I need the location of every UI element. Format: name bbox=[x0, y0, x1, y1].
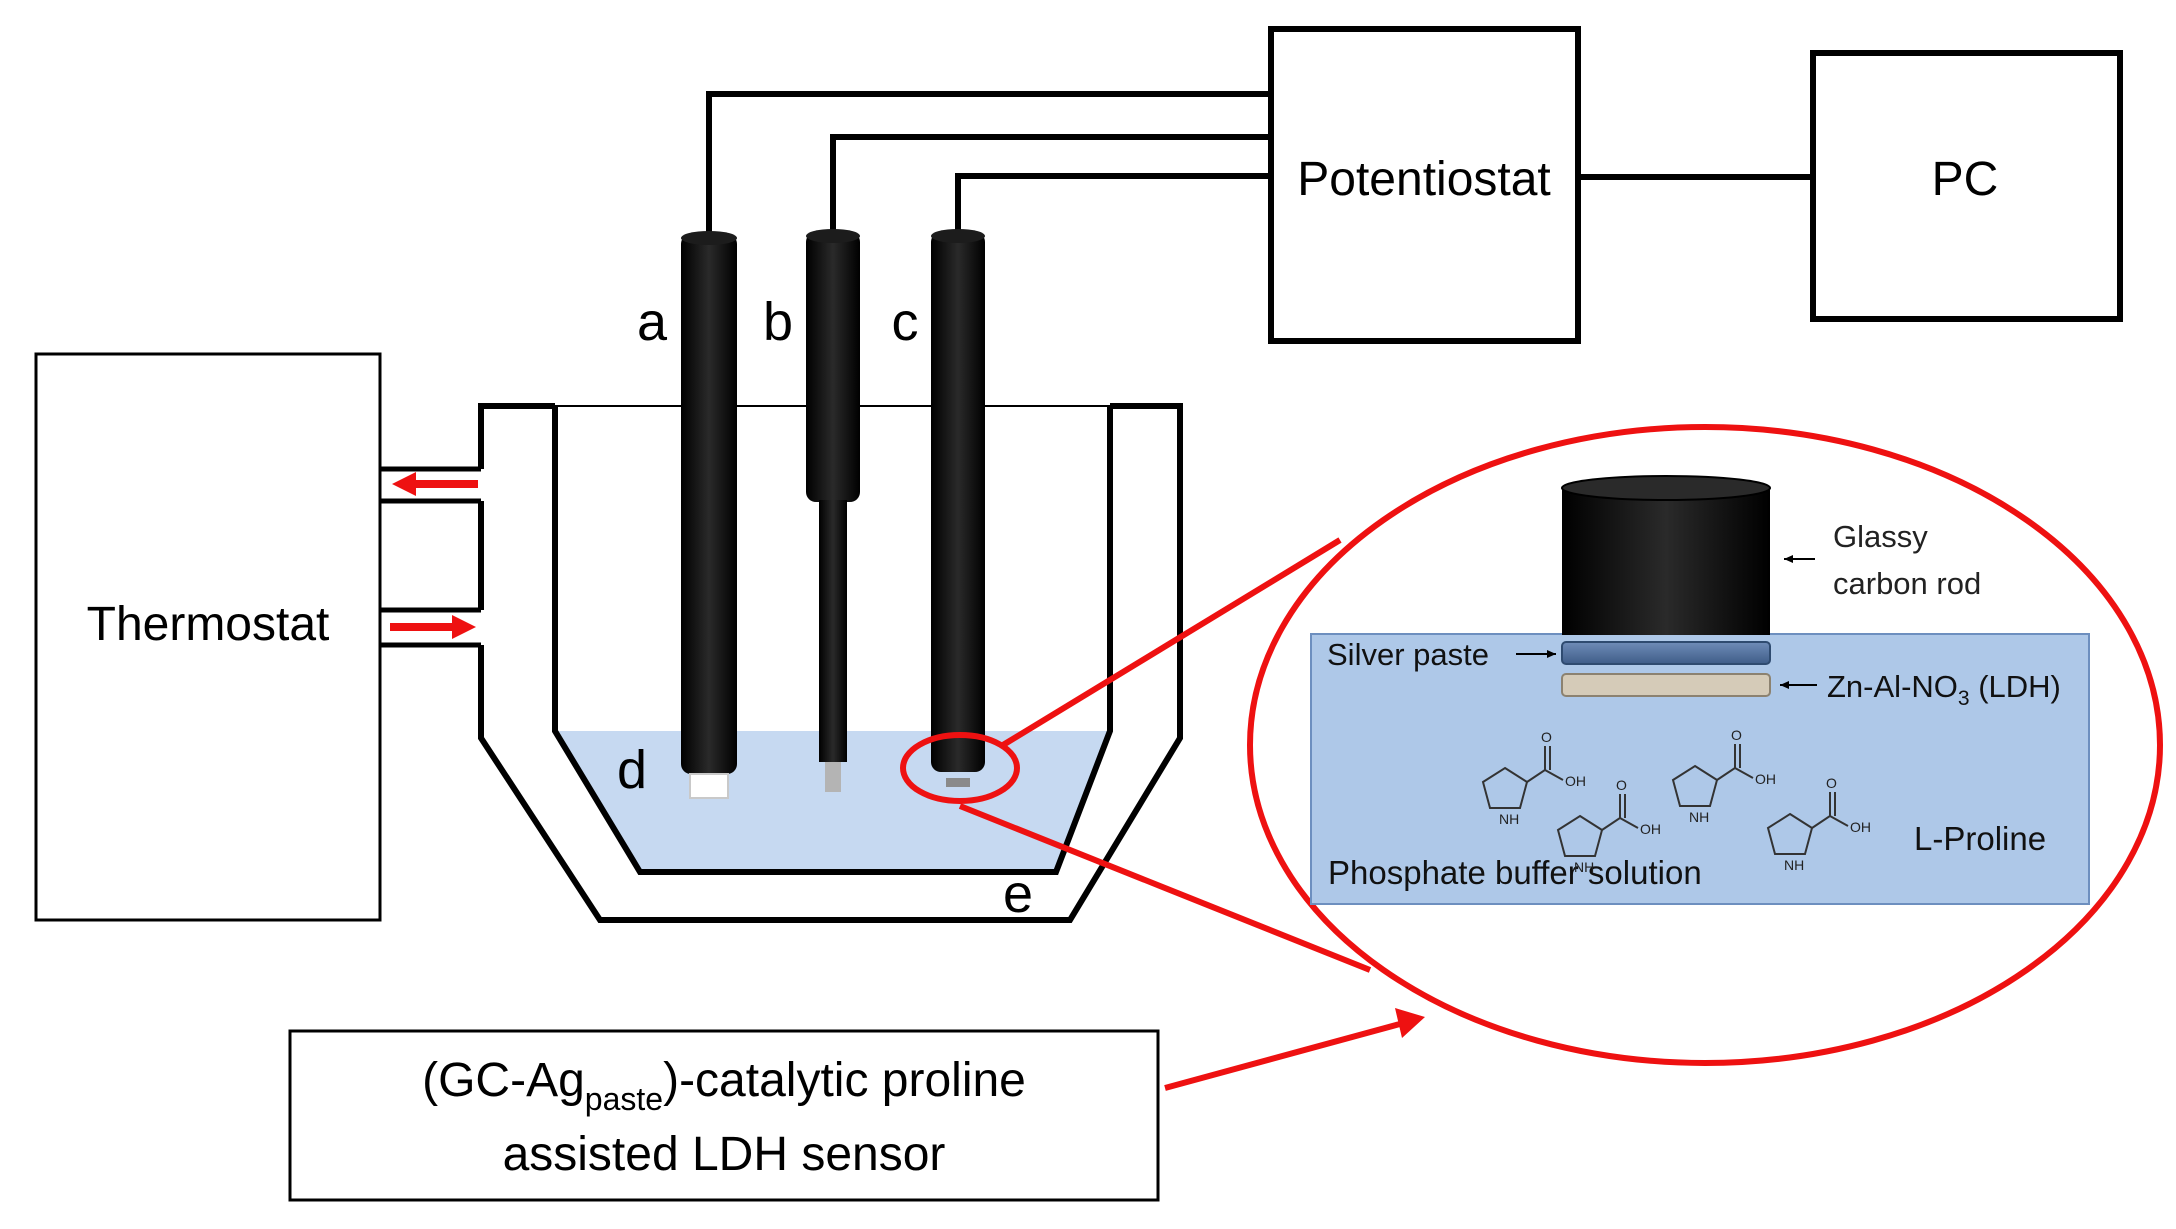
svg-text:OH: OH bbox=[1850, 819, 1871, 835]
wire-b bbox=[830, 134, 1270, 233]
electrode-c bbox=[931, 229, 985, 787]
thermostat-box bbox=[34, 352, 382, 922]
svg-text:NH: NH bbox=[1784, 857, 1804, 873]
thermostat-connectors bbox=[380, 466, 481, 648]
tip-highlight-circle bbox=[900, 732, 1020, 804]
svg-text:O: O bbox=[1616, 777, 1627, 793]
label-a: a bbox=[637, 292, 668, 352]
caption-line1: (GC-Agpaste)-catalytic proline bbox=[422, 1054, 1026, 1117]
pc-label: PC bbox=[1932, 153, 1999, 206]
glassy-label-line1: Glassy bbox=[1833, 519, 1928, 554]
thermostat-label: Thermostat bbox=[87, 598, 330, 651]
proline-molecule: O OH NH bbox=[1481, 729, 1586, 827]
electrode-b bbox=[806, 229, 860, 792]
proline-label: L-Proline bbox=[1914, 820, 2046, 857]
buffer-label: Phosphate buffer solution bbox=[1328, 854, 1702, 891]
proline-molecule: O OH NH bbox=[1766, 775, 1871, 873]
silver-paste-layer bbox=[1561, 641, 1771, 665]
svg-text:O: O bbox=[1541, 729, 1552, 745]
glassy-label-line2: carbon rod bbox=[1833, 566, 1981, 601]
svg-text:O: O bbox=[1731, 727, 1742, 743]
svg-text:OH: OH bbox=[1640, 821, 1661, 837]
flow-arrow-out bbox=[392, 472, 478, 496]
zoom-line-lower bbox=[958, 803, 1372, 973]
outer-jacket-body bbox=[478, 403, 1183, 923]
potentiostat-box bbox=[1268, 26, 1581, 344]
proline-molecule: O OH NH bbox=[1671, 727, 1776, 825]
label-c: c bbox=[892, 292, 919, 352]
wire-group bbox=[706, 91, 1812, 235]
potentiostat-label: Potentiostat bbox=[1297, 153, 1551, 206]
ldh-layer bbox=[1561, 673, 1771, 697]
svg-text:OH: OH bbox=[1565, 773, 1586, 789]
ldh-label: Zn-Al-NO3 (LDH) bbox=[1827, 669, 2061, 710]
svg-text:O: O bbox=[1826, 775, 1837, 791]
pc-box bbox=[1810, 50, 2123, 322]
caption-line2: assisted LDH sensor bbox=[503, 1128, 946, 1181]
caption-box bbox=[288, 1029, 1160, 1202]
proline-molecule: O OH NH bbox=[1556, 777, 1661, 875]
svg-text:NH: NH bbox=[1499, 811, 1519, 827]
label-d: d bbox=[617, 740, 647, 800]
wire-c bbox=[955, 173, 1270, 233]
wire-a bbox=[706, 91, 1270, 235]
proline-molecules: O OH NH O OH NH O OH NH O OH NH bbox=[1481, 727, 1871, 875]
svg-text:NH: NH bbox=[1574, 859, 1594, 875]
label-e: e bbox=[1003, 864, 1033, 924]
outer-jacket-wall bbox=[478, 403, 555, 469]
svg-text:OH: OH bbox=[1755, 771, 1776, 787]
flow-arrow-in bbox=[390, 615, 476, 639]
glassy-carbon-rod bbox=[1561, 475, 1771, 635]
silver-paste-label: Silver paste bbox=[1327, 637, 1489, 672]
caption-arrow bbox=[1164, 1008, 1425, 1091]
zoom-line-upper bbox=[1001, 537, 1342, 748]
electrode-a bbox=[681, 231, 737, 799]
svg-text:NH: NH bbox=[1689, 809, 1709, 825]
label-b: b bbox=[763, 292, 793, 352]
